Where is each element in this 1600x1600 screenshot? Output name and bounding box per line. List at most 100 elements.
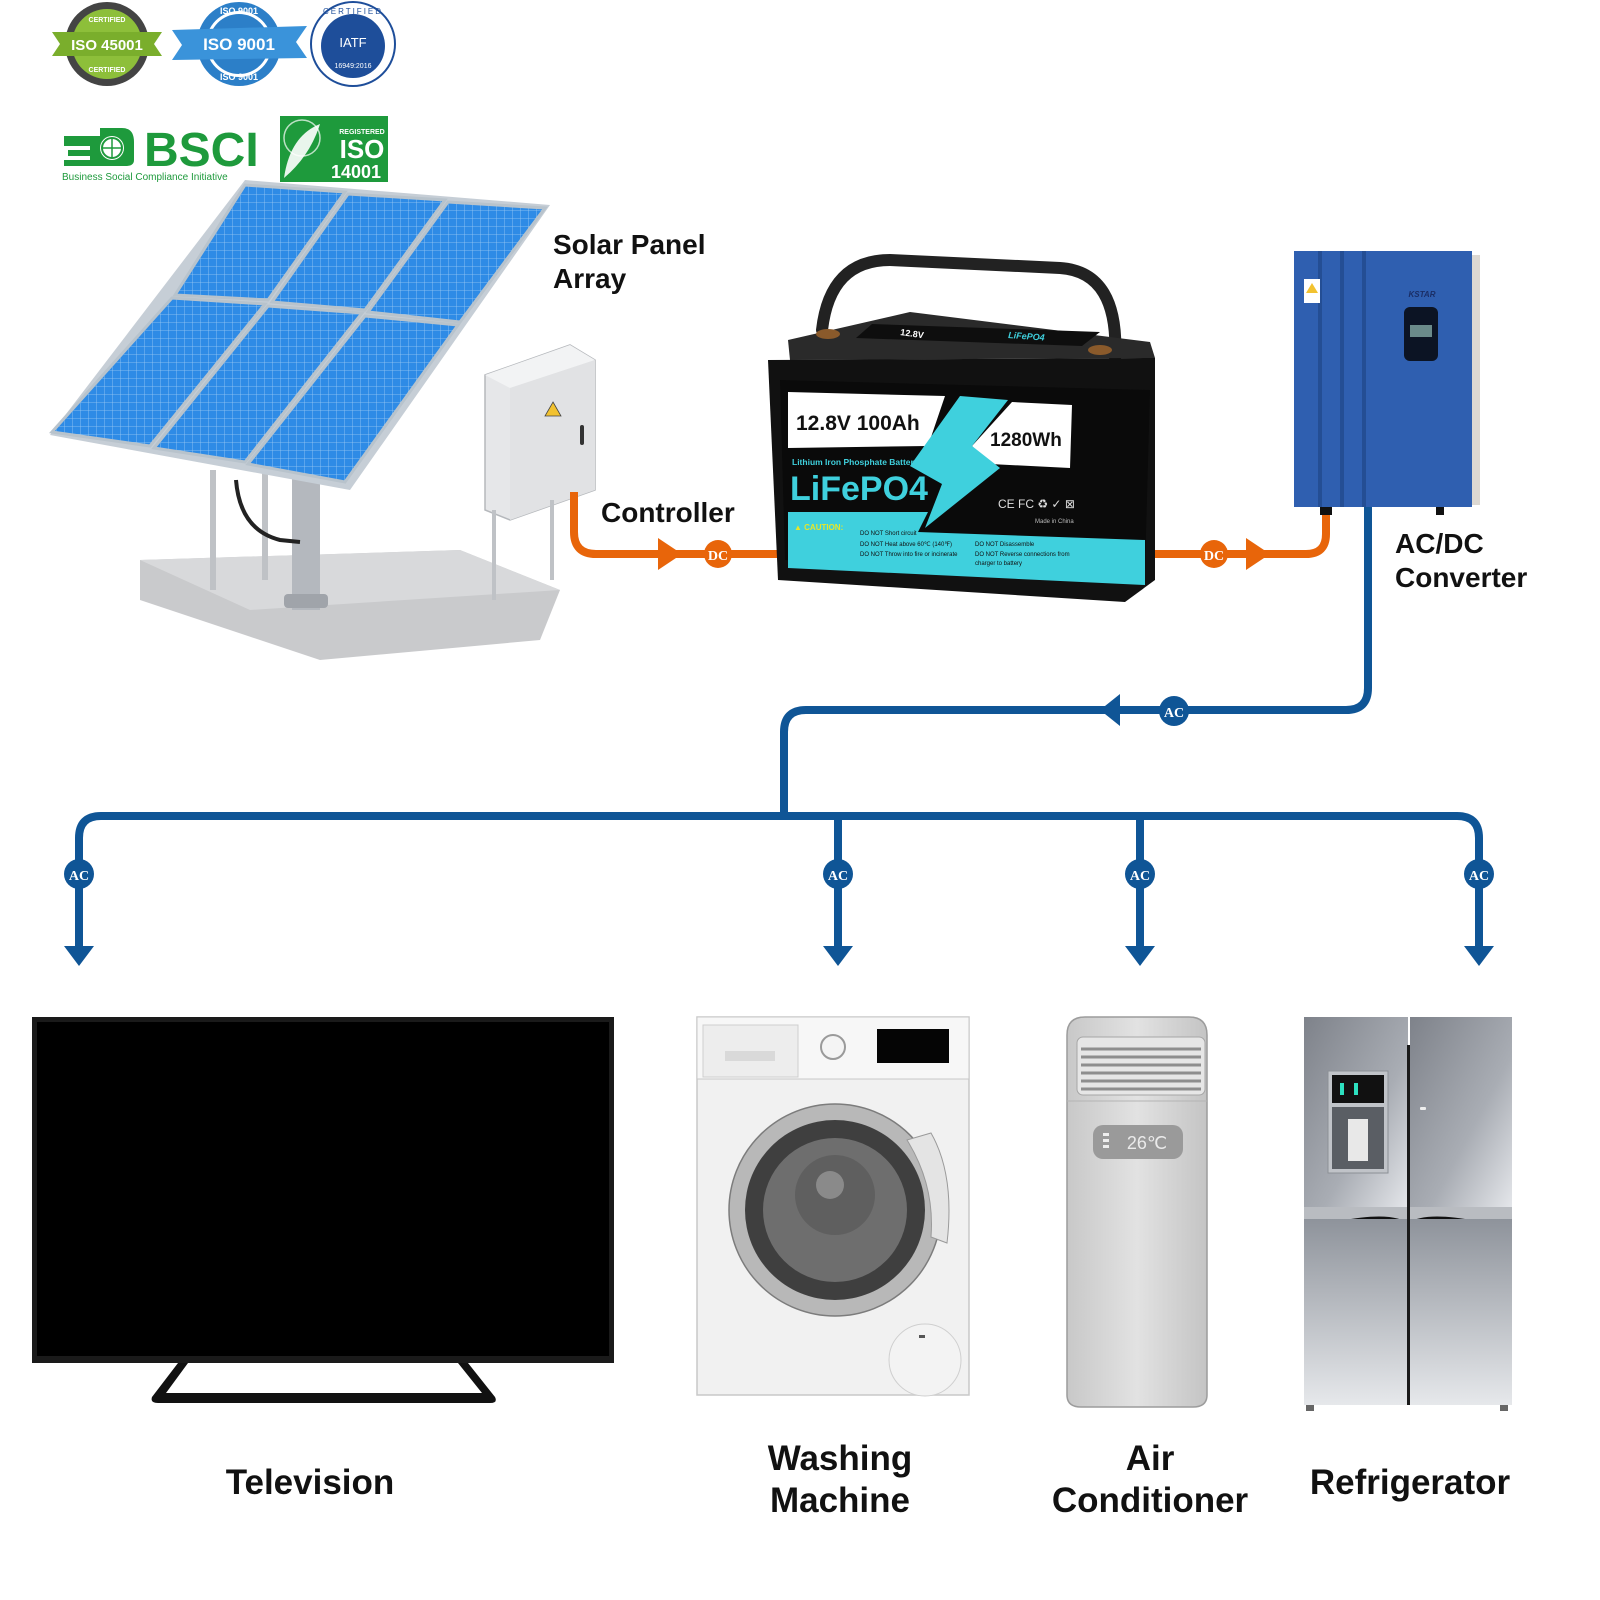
iatf-code-text: 16949:2016 (335, 63, 372, 70)
seal-ribbon (172, 26, 307, 60)
iso45001-bottom-text: CERTIFIED (89, 67, 126, 74)
ac-arrow-down-icon (1125, 946, 1155, 966)
label-line1: Air (1125, 1439, 1175, 1478)
air-conditioner-illustration: 26℃ (1066, 1016, 1208, 1408)
iso45001-seal: ISO 45001 CERTIFIED CERTIFIED (52, 2, 162, 86)
solar-panel-module (49, 296, 268, 448)
battery-top-chem: LiFePO4 (1008, 330, 1045, 343)
dc-arrow-icon (658, 538, 682, 570)
caution-item: DO NOT Short circuit (860, 531, 917, 537)
dc-badge-text: DC (708, 549, 728, 564)
battery-caution-left: DO NOT Short circuit DO NOT Heat above 6… (860, 531, 958, 558)
iso14001-tag: REGISTERED (339, 129, 385, 136)
label-line1: Washing (767, 1439, 913, 1478)
bsci-main-text: BSCI (144, 124, 259, 177)
iatf-ring-text: CERTIFIED (323, 7, 383, 16)
certification-logos: ISO 45001 CERTIFIED CERTIFIED ISO 9001 I… (40, 0, 420, 190)
label-line2: Conditioner (1051, 1481, 1249, 1520)
appliance-label-refrigerator: Refrigerator (1275, 1462, 1545, 1504)
label-line2: Machine (769, 1481, 911, 1520)
bsci-subtitle: Business Social Compliance Initiative (62, 172, 228, 183)
dispenser-nozzle (1348, 1119, 1368, 1161)
caution-item: charger to battery (975, 561, 1022, 567)
appliance-label-air-conditioner: Air Conditioner (1010, 1438, 1290, 1522)
dc-badge (1200, 540, 1228, 568)
converter-body (1294, 251, 1472, 507)
seal-inner (321, 14, 385, 78)
ac-drop-washing-machine: AC (823, 859, 853, 966)
lightning-bolt-icon (910, 396, 1008, 528)
bsci-logo: BSCI Business Social Compliance Initiati… (62, 124, 259, 183)
caution-item: DO NOT Throw into fire or incinerate (860, 552, 958, 558)
battery-top-voltage: 12.8V (900, 327, 925, 340)
ac-line-converter-to-bus (780, 505, 1372, 816)
tv-screen (37, 1022, 609, 1356)
spec-panel-left (788, 392, 945, 448)
iso9001-main-text: ISO 9001 (203, 35, 275, 54)
solar-panel-label-line2: Array (553, 262, 627, 294)
label-line1: Television (225, 1463, 395, 1502)
iso14001-number: 14001 (331, 162, 381, 182)
ac-drop-air-conditioner: AC (1125, 859, 1155, 966)
ac-arrow-down-icon (64, 946, 94, 966)
cable (234, 479, 301, 544)
washing-machine-illustration (696, 1016, 970, 1397)
filter-cover (888, 1323, 962, 1397)
battery-caution-title: ▲ CAUTION: (794, 523, 843, 532)
converter-label-line1: AC/DC (1395, 528, 1484, 559)
fridge-drawer-right (1410, 1219, 1512, 1405)
battery-chemistry-text: LiFePO4 (790, 470, 928, 508)
terminal-icon (1088, 345, 1112, 355)
label-line1: Refrigerator (1309, 1463, 1511, 1502)
solar-panel-label: Solar Panel Array (553, 228, 706, 295)
globe-icon (283, 119, 321, 157)
solar-panel-module (172, 183, 348, 302)
appliance-label-washing-machine: Washing Machine (700, 1438, 980, 1522)
converter-label: AC/DC Converter (1395, 527, 1527, 594)
battery-made-in: Made in China (1035, 519, 1074, 525)
appliance-label-television: Television (170, 1462, 450, 1504)
iso14001-logo: REGISTERED ISO 14001 (280, 116, 388, 182)
battery-cert-marks: CE FC ♻ ✓ ⊠ (998, 497, 1075, 511)
converter-label-line2: Converter (1395, 561, 1528, 593)
ac-badge-text: AC (1469, 869, 1489, 884)
lifepo4-battery-illustration: 12.8V LiFePO4 12.8V 100Ah 1280Wh Lithium… (768, 253, 1155, 602)
battery-handle (816, 253, 1122, 366)
dc-badge (704, 540, 732, 568)
controller-handle (580, 425, 584, 445)
solar-panel-module (269, 192, 448, 312)
washer-door-handle (906, 1132, 950, 1244)
spec-panel-right (972, 402, 1072, 468)
leaf-icon (284, 124, 320, 178)
caution-band (788, 512, 1145, 585)
solar-panel-module (365, 200, 548, 324)
dc-line-battery-to-converter (1150, 512, 1330, 558)
ac-badge (1159, 696, 1189, 726)
solar-panel-module (151, 304, 365, 464)
dc-arrow-icon (1246, 538, 1270, 570)
iatf-seal: CERTIFIED IATF 16949:2016 (310, 1, 396, 87)
ac-drop-television: AC (64, 859, 94, 966)
battery-subtitle-text: Lithium Iron Phosphate Battery (792, 457, 919, 467)
iso45001-main-text: ISO 45001 (71, 37, 143, 54)
converter-brand: KSTAR (1409, 290, 1436, 299)
seal-ribbon (52, 32, 162, 56)
ac-temperature-display: 26℃ (1127, 1133, 1167, 1153)
refrigerator-illustration (1304, 1017, 1512, 1411)
solar-panel-module (245, 314, 461, 484)
terminal-icon (816, 329, 840, 339)
fridge-drawer-left (1304, 1219, 1408, 1405)
fridge-door-right-upper (1410, 1017, 1512, 1207)
warning-icon (1306, 283, 1318, 293)
iso14001-main: ISO (340, 134, 385, 164)
acdc-converter-illustration: KSTAR (1294, 251, 1480, 515)
ac-badge-text: AC (828, 869, 848, 884)
washer-display (877, 1029, 949, 1063)
television-illustration (32, 1017, 614, 1403)
iso9001-bottom-text: ISO 9001 (220, 72, 258, 82)
ac-distribution-bus (75, 812, 1483, 955)
converter-screen (1410, 325, 1432, 337)
battery-energy-text: 1280Wh (990, 430, 1062, 451)
iso9001-top-text: ISO 9001 (220, 6, 258, 16)
